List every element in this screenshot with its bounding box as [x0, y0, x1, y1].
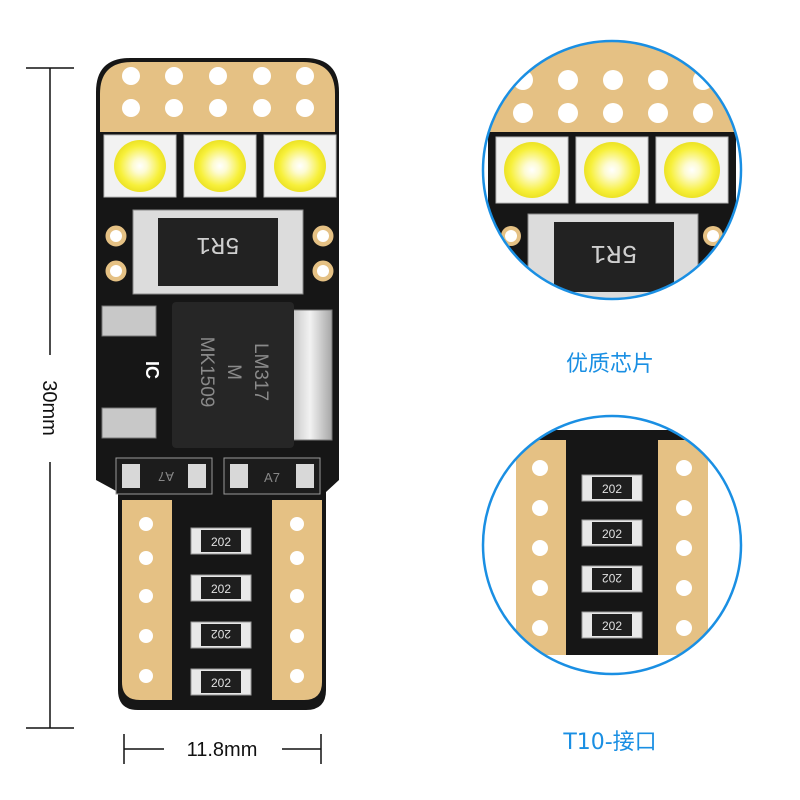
zoom-smd-label-4: 202 — [602, 619, 622, 633]
zoom-smd-label-3: 202 — [602, 571, 622, 585]
t10-contacts: 202 202 202 202 — [122, 500, 322, 700]
ic-marking-2: M — [223, 364, 244, 380]
ic-marking-1: LM317 — [250, 343, 271, 401]
smd-label-1: 202 — [211, 535, 231, 549]
regulator-ic: LM317 M MK1509 IC — [101, 302, 333, 448]
zoom-resistor-label: 5R1 — [591, 238, 638, 268]
height-label: 30mm — [38, 380, 60, 436]
ic-logo: IC — [142, 361, 162, 379]
diode-pair: A7 A7 — [115, 457, 321, 495]
via-holes-top — [122, 67, 314, 117]
zoom-smd-label-1: 202 — [602, 482, 622, 496]
ic-marking-3: MK1509 — [196, 337, 217, 408]
smd-led-array — [103, 134, 337, 198]
resistor-5r1: 5R1 — [132, 209, 304, 295]
caption-t10-interface: T10-接口 — [563, 730, 657, 755]
led-pcb-board: 5R1 LM317 M MK1509 IC A7 A7 — [96, 58, 339, 710]
resistor-label: 5R1 — [196, 230, 239, 257]
zoom-chip-detail: 5R1 — [481, 39, 743, 301]
diode-label-left: A7 — [158, 469, 174, 484]
height-dimension: 30mm — [26, 67, 74, 729]
width-dimension: 11.8mm — [123, 734, 322, 764]
zoom-smd-label-2: 202 — [602, 527, 622, 541]
smd-label-3: 202 — [211, 627, 231, 641]
diode-label-right: A7 — [264, 470, 280, 485]
width-label: 11.8mm — [187, 739, 258, 761]
smd-label-2: 202 — [211, 582, 231, 596]
caption-quality-chip: 优质芯片 — [565, 352, 654, 377]
zoom-interface-detail: 202 202 202 202 — [481, 414, 743, 676]
smd-label-4: 202 — [211, 676, 231, 690]
smd-resistor-stack: 202 202 202 202 — [190, 527, 252, 696]
